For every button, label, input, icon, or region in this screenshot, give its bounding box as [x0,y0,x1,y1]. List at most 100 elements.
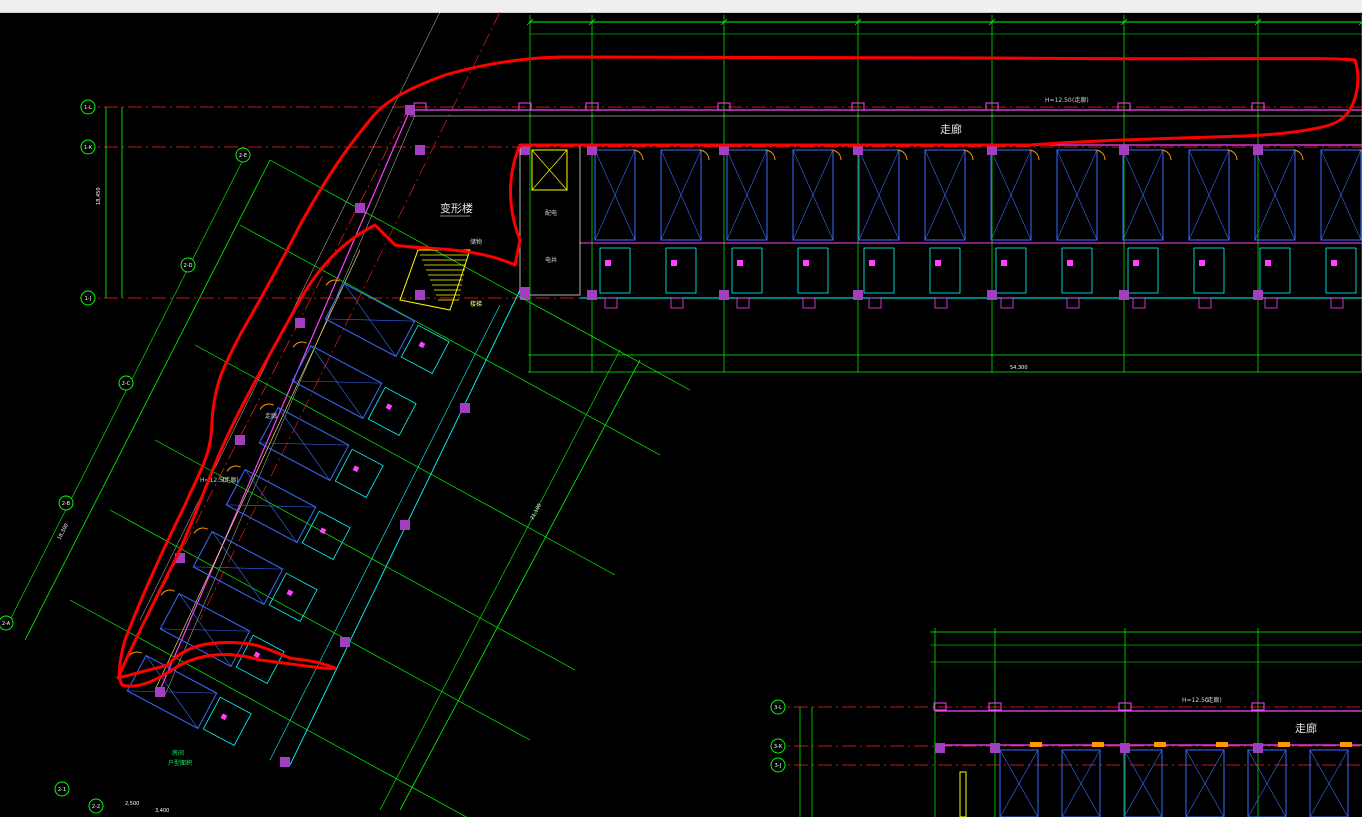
unit-block [1188,149,1238,309]
total-dim-label: 54,300 [1010,365,1028,371]
unit-block [1254,149,1304,309]
column-marker [1251,702,1265,711]
axis-bubble-1-k[interactable]: 1-K [80,139,96,155]
column-marker [585,102,599,111]
column-marker [295,318,305,328]
svg-text:3-K: 3-K [774,744,783,750]
axis-bubble-3-k[interactable]: 3-K [770,738,786,754]
axis-bubble-2-d[interactable]: 2-D [180,257,196,273]
left-dim-label: 18,450 [96,188,102,206]
svg-text:3-L: 3-L [774,705,782,711]
svg-text:H=12.50: H=12.50 [1182,697,1209,704]
axis-bubble-2-e[interactable]: 2-E [235,147,251,163]
unit-block [660,149,710,309]
unit-block [1247,742,1290,817]
unit-block [159,589,285,684]
column-marker [985,102,999,111]
unit-block [726,149,776,309]
axis-bubble-2-b[interactable]: 2-B [58,495,74,511]
column-marker [460,403,470,413]
column-marker [405,105,415,115]
svg-text:2-2: 2-2 [92,804,100,810]
axis-bubble-2-1[interactable]: 2-1 [54,781,70,797]
svg-text:2-D: 2-D [184,263,193,269]
grid-line [69,599,467,817]
column-marker [587,145,597,155]
svg-text:21,100: 21,100 [529,503,543,521]
axis-bubble-3-j[interactable]: 3-J [770,757,786,773]
cad-drawing-canvas[interactable]: 54,300 18,450 H=12.50 (走廊) 走廊 变形楼 储物 配电 … [0,12,1362,817]
column-marker [853,145,863,155]
corridor-top-label: 走廊 [940,122,962,136]
svg-text:2,500: 2,500 [125,801,139,807]
column-marker [415,145,425,155]
column-marker [587,290,597,300]
column-marker [719,290,729,300]
distribution-label: 配电 [545,209,557,217]
axis-bubble-2-c[interactable]: 2-C [118,375,134,391]
elev-top: H=12.50 [1045,97,1072,104]
column-marker [1253,145,1263,155]
axis-bubble-3-l[interactable]: 3-L [770,699,786,715]
unit-block [990,149,1040,309]
unit-block [324,279,450,374]
unit-block [1061,742,1104,817]
unit-block [1320,149,1362,309]
column-marker [851,102,865,111]
column-marker [155,687,165,697]
column-marker [719,145,729,155]
axis-bubble-1-l[interactable]: 1-L [80,99,96,115]
bottom-right-plan: H=12.50 (走廊) 走廊 [770,628,1362,817]
room-label: 房间 [172,749,184,757]
axis-bubble-2-a[interactable]: 2-A [0,615,14,631]
storage-label: 储物 [470,238,482,246]
column-marker [235,435,245,445]
elev-side: H=12.50 [200,477,227,484]
unit-block [1056,149,1106,309]
svg-text:2-C: 2-C [122,381,131,387]
stair: 楼梯 [399,249,482,311]
axis-bubble-1-j[interactable]: 1-J [80,290,96,306]
transformer-room-label: 变形楼 [440,201,473,215]
unit-block [594,149,644,309]
svg-text:(走廊): (走廊) [1205,696,1222,704]
column-marker [415,290,425,300]
svg-text:2-A: 2-A [2,621,11,627]
axis-bubble-2-2[interactable]: 2-2 [88,798,104,814]
window-titlebar [0,0,1362,13]
column-marker [853,290,863,300]
unit-block [924,149,974,309]
red-annotation-outline [116,55,1360,688]
unit-block [225,465,351,560]
svg-text:1-L: 1-L [84,105,92,111]
column-marker [717,102,731,111]
svg-text:1-J: 1-J [85,296,92,302]
column-marker [987,145,997,155]
column-marker [990,743,1000,753]
column-marker [1119,145,1129,155]
top-wing: 54,300 18,450 H=12.50 (走廊) 走廊 变形楼 储物 配电 … [80,15,1362,373]
unit-block [192,527,318,622]
corridor-bottom-label: 走廊 [1295,721,1317,735]
column-marker [1117,102,1131,111]
unit-block [1123,742,1166,817]
column-marker [400,520,410,530]
column-marker [1253,290,1263,300]
svg-text:1-K: 1-K [84,145,93,151]
column-marker [988,702,1002,711]
unit-block [792,149,842,309]
column-marker [413,102,427,111]
column-marker [340,637,350,647]
column-marker [1118,702,1132,711]
svg-text:18,300: 18,300 [56,523,70,541]
grid-line [154,439,576,671]
unit-block [1309,742,1352,817]
grid-line [194,344,616,576]
grid-line [269,159,691,391]
well-label: 电井 [545,256,557,264]
column-marker [520,287,530,297]
grid-line [109,509,531,741]
elev-side-note: (走廊) [222,476,239,484]
column-marker [520,145,530,155]
column-marker [175,553,185,563]
